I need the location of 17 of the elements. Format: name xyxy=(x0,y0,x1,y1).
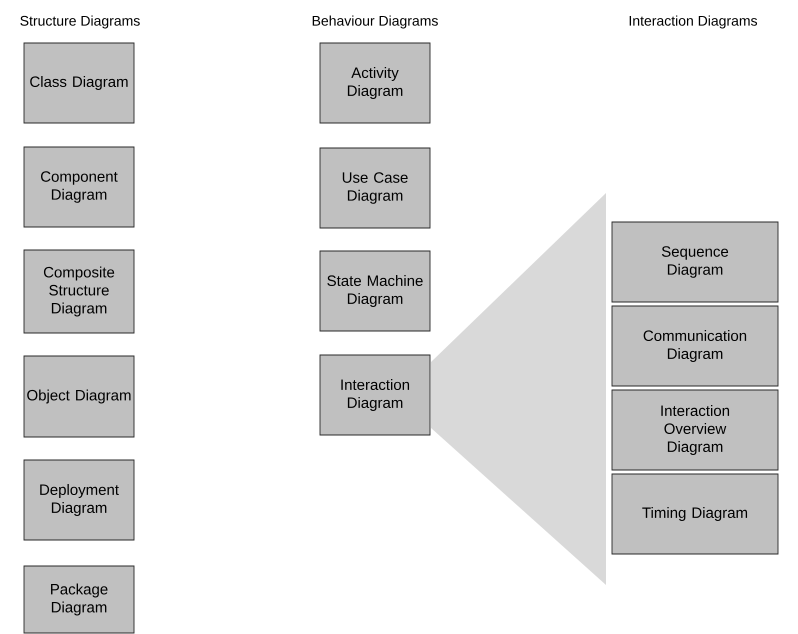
diagram-box: Timing Diagram xyxy=(612,474,778,554)
diagram-box: Package Diagram xyxy=(24,566,134,634)
diagram-box: Component Diagram xyxy=(24,146,134,228)
diagram-box: Deployment Diagram xyxy=(24,460,134,540)
diagram-box: Use Case Diagram xyxy=(320,148,430,228)
diagram-box: Activity Diagram xyxy=(320,42,430,124)
diagram-box: Object Diagram xyxy=(24,356,134,438)
diagram-box: Communication Diagram xyxy=(612,306,778,386)
column-heading: Behaviour Diagrams xyxy=(312,15,438,29)
diagram-box: Class Diagram xyxy=(24,42,134,124)
column-heading: Interaction Diagrams xyxy=(630,15,758,29)
diagram-box: Interaction Overview Diagram xyxy=(612,390,778,470)
diagram-box: Interaction Diagram xyxy=(320,354,430,436)
diagram-box: State Machine Diagram xyxy=(320,250,430,332)
diagram-box: Composite Structure Diagram xyxy=(24,250,134,334)
diagram-box: Sequence Diagram xyxy=(612,222,778,302)
column-heading: Structure Diagrams xyxy=(20,15,140,29)
